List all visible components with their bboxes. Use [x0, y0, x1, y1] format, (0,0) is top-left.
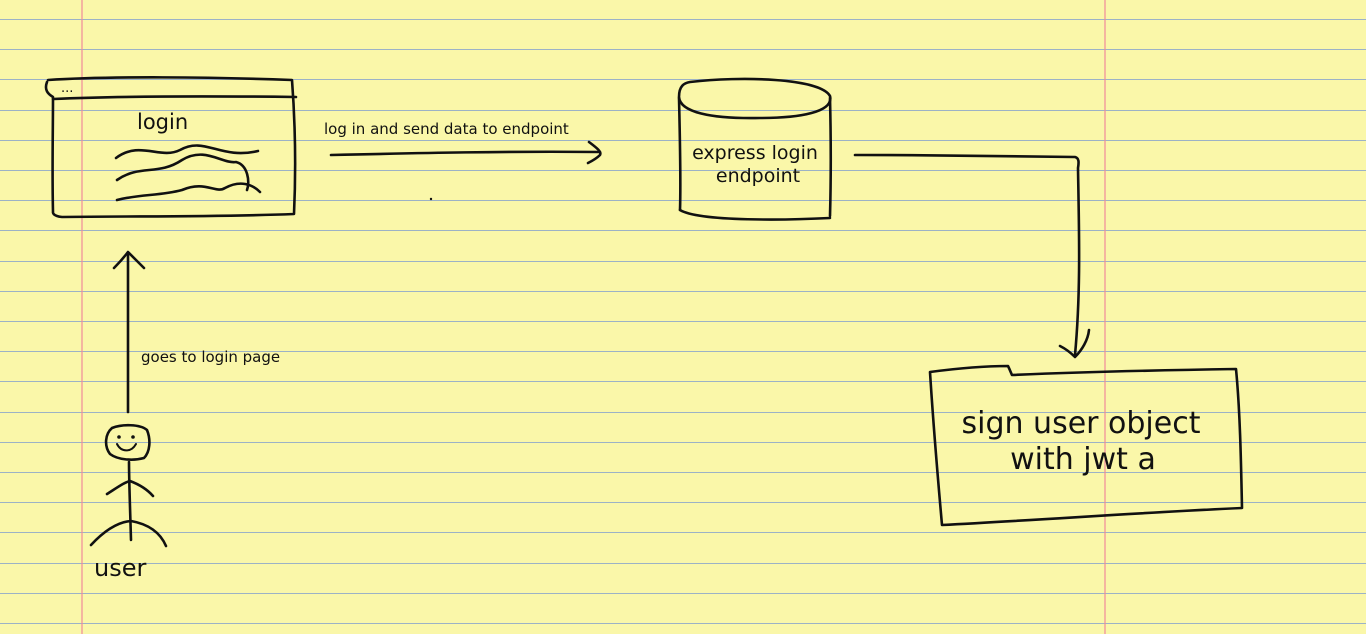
sign-jwt-label-line1: sign user object [962, 406, 1201, 441]
sign-jwt-frame [928, 364, 1244, 527]
cylinder-left-side [677, 96, 682, 212]
user-head [104, 423, 151, 461]
stray-dot [429, 197, 433, 201]
user-left-eye [117, 435, 121, 439]
cylinder-top-ellipse [677, 77, 832, 120]
edge-user-to-login-arrowhead [112, 250, 146, 270]
express-endpoint-label-line1: express login [692, 142, 818, 164]
cylinder-bottom [678, 208, 832, 221]
edge-login-to-endpoint-label: log in and send data to endpoint [324, 120, 569, 138]
edge-login-to-endpoint: log in and send data to endpoint [324, 120, 602, 201]
edge-endpoint-to-sign-line [853, 153, 1081, 357]
login-window-titlebar-dots: ... [61, 81, 73, 96]
user-smile [116, 443, 137, 452]
edge-user-to-login: goes to login page [112, 250, 280, 414]
login-window-node: ... login [44, 76, 298, 219]
login-window-frame [44, 76, 297, 219]
user-arms [105, 479, 155, 498]
user-label: user [94, 554, 146, 582]
express-endpoint-label-line2: endpoint [716, 165, 800, 187]
login-window-title: login [137, 110, 188, 134]
sign-jwt-label-line2: with jwt a [1010, 442, 1156, 477]
sign-jwt-node: sign user object with jwt a [928, 364, 1244, 527]
edge-endpoint-to-sign-arrowhead [1058, 328, 1091, 359]
user-legs [89, 519, 168, 548]
edge-user-to-login-label: goes to login page [141, 348, 280, 366]
user-body [127, 460, 133, 542]
user-right-eye [131, 435, 135, 439]
login-window-scribble-3 [115, 182, 262, 202]
edge-endpoint-to-sign [853, 153, 1091, 359]
edge-login-to-endpoint-arrowhead [586, 140, 602, 165]
login-window-titlebar-line [51, 95, 298, 101]
paper-rules [0, 19, 1366, 624]
login-window-scribble-2 [115, 153, 250, 192]
express-endpoint-node: express login endpoint [677, 77, 833, 221]
cylinder-right-side [828, 96, 833, 218]
user-node: user [89, 423, 168, 582]
edge-login-to-endpoint-line [329, 150, 602, 157]
login-window-scribble-1 [114, 144, 260, 160]
